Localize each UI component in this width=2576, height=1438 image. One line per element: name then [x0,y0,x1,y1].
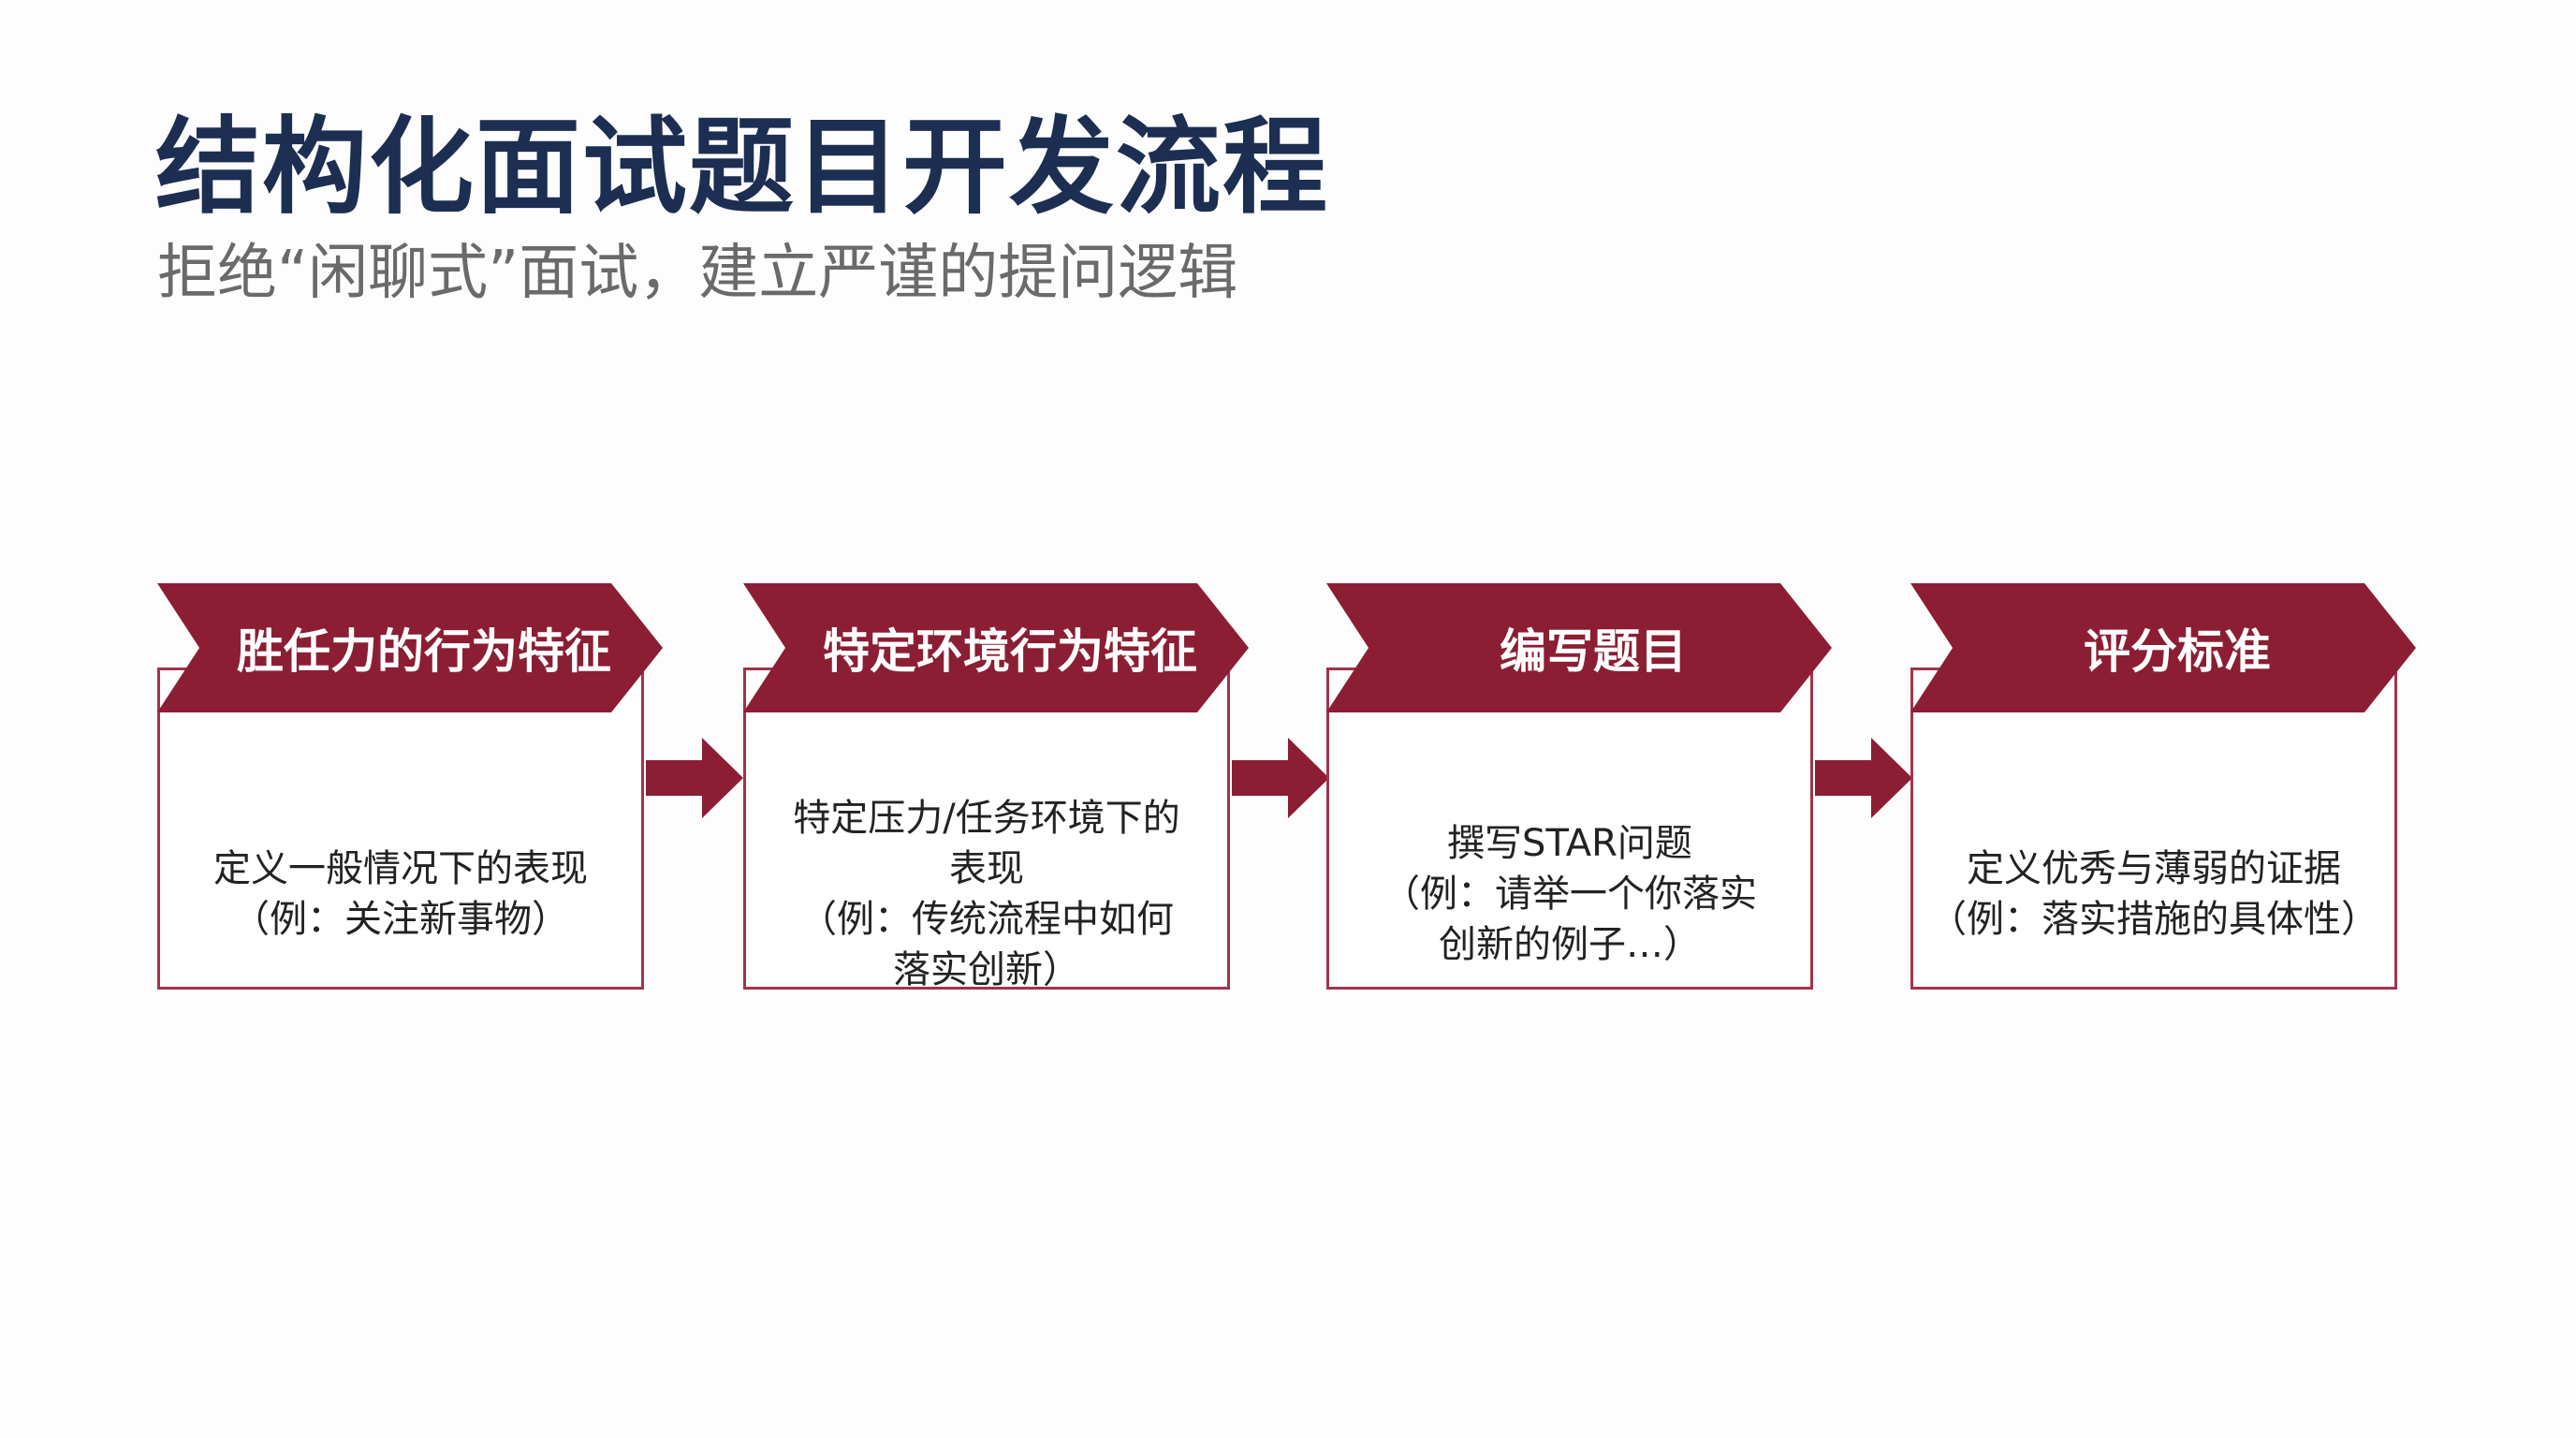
step-description: 特定压力/任务环境下的表现 （例：传统流程中如何落实创新） [755,797,1218,991]
step-description: 定义优秀与薄弱的证据 （例：落实措施的具体性） [1923,820,2385,968]
step-description: 定义一般情况下的表现 （例：关注新事物） [169,820,632,968]
step-description-line: （例：传统流程中如何 [799,898,1174,941]
right-arrow-icon [1815,738,1912,818]
step-description: 撰写STAR问题 （例：请举一个你落实创新的例子…） [1339,820,1801,968]
step-description-line: （例：关注新事物） [232,898,569,941]
step-description-line: 特定压力/任务环境下的 [793,797,1180,840]
process-step: 定义一般情况下的表现 （例：关注新事物） 胜任力的行为特征 [157,583,663,991]
step-banner: 胜任力的行为特征 [157,583,663,712]
step-card: 撰写STAR问题 （例：请举一个你落实创新的例子…） [1326,668,1813,990]
process-step: 撰写STAR问题 （例：请举一个你落实创新的例子…） 编写题目 [1326,583,1832,991]
step-banner: 评分标准 [1910,583,2416,712]
step-banner: 特定环境行为特征 [743,583,1249,712]
page-subtitle: 拒绝“闲聊式”面试，建立严谨的提问逻辑 [157,239,1238,308]
step-title: 评分标准 [2084,624,2271,679]
step-card: 特定压力/任务环境下的表现 （例：传统流程中如何落实创新） [743,668,1230,991]
right-arrow-icon [1232,738,1329,818]
step-description-line: （例：请举一个你落实 [1383,873,1757,916]
step-description-line: 定义优秀与薄弱的证据 [1967,847,2341,890]
step-description-line: （例：落实措施的具体性） [1929,898,2378,941]
step-description-line: 撰写STAR问题 [1447,822,1692,865]
process-step: 定义优秀与薄弱的证据 （例：落实措施的具体性） 评分标准 [1910,583,2416,991]
step-description-line: 创新的例子…） [1439,923,1701,966]
step-card: 定义一般情况下的表现 （例：关注新事物） [157,668,644,990]
chevron-banner-shape [1326,583,1832,712]
step-description-line: 定义一般情况下的表现 [213,847,588,890]
page-title: 结构化面试题目开发流程 [155,107,1329,228]
right-arrow-icon [646,738,743,818]
step-banner: 编写题目 [1326,583,1832,712]
chevron-banner-shape [1910,583,2416,712]
step-description-line: 表现 [949,847,1024,890]
step-title: 特定环境行为特征 [823,624,1197,679]
step-title: 胜任力的行为特征 [237,624,611,679]
chevron-banner-shape [743,583,1249,712]
step-title: 编写题目 [1500,624,1687,679]
chevron-banner-shape [157,583,663,712]
process-step: 特定压力/任务环境下的表现 （例：传统流程中如何落实创新） 特定环境行为特征 [743,583,1249,991]
step-card: 定义优秀与薄弱的证据 （例：落实措施的具体性） [1910,668,2397,990]
step-description-line: 落实创新） [893,948,1080,991]
